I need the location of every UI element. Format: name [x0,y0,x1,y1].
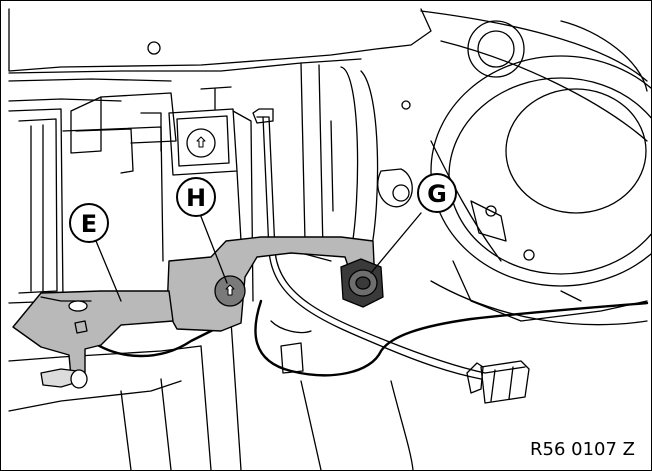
figure-reference-code: R56 0107 Z [530,439,635,460]
callout-g: G [417,173,457,213]
callout-h: H [176,177,216,217]
svg-text:E: E [81,210,97,238]
cooling-module [8,92,212,470]
svg-text:H: H [186,184,206,212]
bracket-e [12,290,174,389]
electrical-connector [466,360,530,404]
wiring-harness [252,108,486,380]
upper-body-panel [8,8,432,102]
lower-cable-loop [89,299,649,377]
leader-lines [95,212,422,302]
center-structure [250,62,379,262]
lower-structure [230,320,414,470]
headlight-housing [377,10,651,326]
svg-text:G: G [427,180,447,208]
callout-e: E [69,203,109,243]
